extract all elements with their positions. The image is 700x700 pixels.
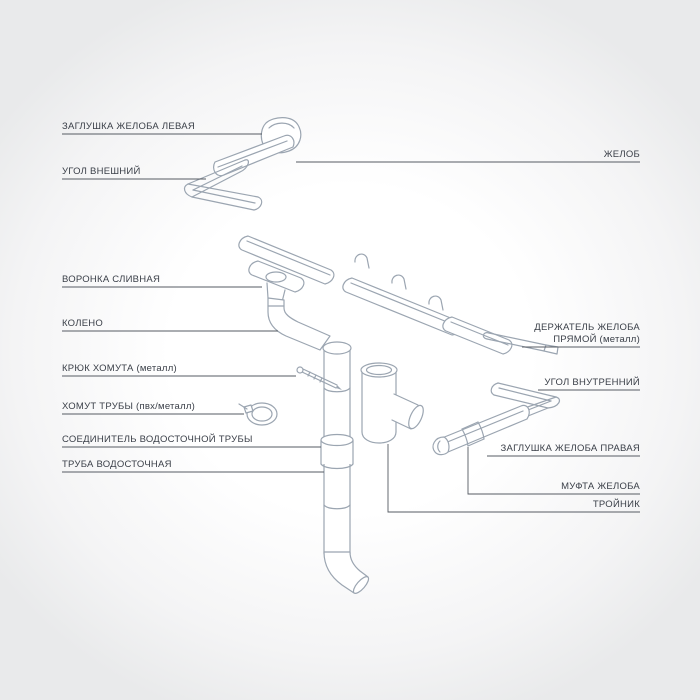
art-gutter-endcap-right-icon bbox=[432, 436, 450, 456]
leader-tee bbox=[387, 444, 640, 513]
art-outer-corner-icon bbox=[183, 159, 263, 211]
art-elbow-icon bbox=[267, 297, 331, 351]
label-gutter-endcap-right: ЗАГЛУШКА ЖЕЛОБА ПРАВАЯ bbox=[500, 443, 640, 454]
label-gutter: ЖЕЛОБ bbox=[603, 149, 640, 160]
art-tee-icon bbox=[360, 362, 424, 444]
artwork bbox=[183, 117, 561, 594]
label-gutter-endcap-left: ЗАГЛУШКА ЖЕЛОБА ЛЕВАЯ bbox=[62, 121, 195, 132]
art-gutter-section-a-icon bbox=[238, 235, 335, 285]
leader-lines bbox=[62, 133, 640, 513]
art-clamp-hook-icon bbox=[296, 366, 342, 390]
label-pipe-clamp: ХОМУТ ТРУБЫ (пвх/металл) bbox=[62, 401, 196, 412]
label-drain-funnel: ВОРОНКА СЛИВНАЯ bbox=[62, 274, 161, 285]
art-gutter-top-icon bbox=[212, 134, 295, 177]
label-outer-corner: УГОЛ ВНЕШНИЙ bbox=[62, 166, 141, 177]
art-gutter-coupling-icon bbox=[461, 421, 485, 447]
label-gutter-coupling: МУФТА ЖЕЛОБА bbox=[561, 481, 640, 492]
label-downpipe: ТРУБА ВОДОСТОЧНАЯ bbox=[62, 459, 172, 470]
label-gutter-holder: ДЕРЖАТЕЛЬ ЖЕЛОБА ПРЯМОЙ (металл) bbox=[534, 322, 640, 345]
leader-gutter-coupling bbox=[467, 447, 640, 495]
label-downpipe-connector: СОЕДИНИТЕЛЬ ВОДОСТОЧНОЙ ТРУБЫ bbox=[62, 434, 253, 445]
label-elbow: КОЛЕНО bbox=[62, 318, 104, 329]
art-downpipe-connector-icon bbox=[320, 433, 354, 470]
label-inner-corner: УГОЛ ВНУТРЕННИЙ bbox=[544, 377, 640, 388]
art-pipe-clamp-icon bbox=[238, 402, 278, 426]
label-clamp-hook: КРЮК ХОМУТА (металл) bbox=[62, 363, 177, 374]
art-drain-funnel-icon bbox=[248, 260, 305, 303]
art-gutter-bracket-icons bbox=[354, 253, 444, 311]
label-tee: ТРОЙНИК bbox=[592, 499, 640, 510]
